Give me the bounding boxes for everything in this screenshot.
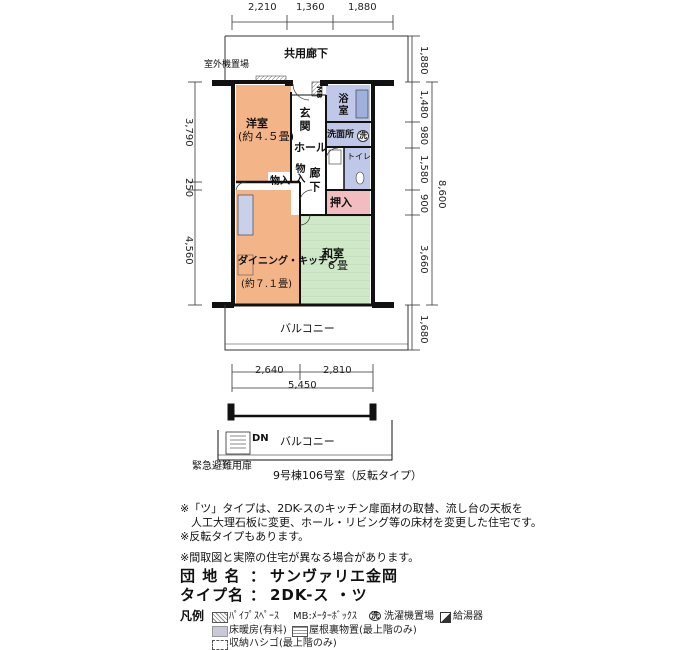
label-escape-hatch: 緊急避難用扉	[192, 461, 252, 472]
complex-name-label: 団 地 名	[180, 567, 241, 585]
plan-caption: 9号棟106号室（反転タイプ）	[273, 469, 422, 482]
complex-name-value: サンヴァリエ金岡	[270, 567, 399, 585]
dim-right-2: 1,480	[418, 90, 429, 119]
western-room-fill	[236, 85, 291, 182]
water-heater-icon	[440, 612, 451, 623]
doors	[235, 83, 339, 226]
japanese-room-fill	[300, 215, 370, 304]
label-dining-kitchen-size: (約７.１畳)	[241, 279, 292, 290]
note-line-2: 人工大理石板に変更、ホール・リビング等の床材を変更した住宅です。	[180, 516, 542, 529]
dim-left-2: 250	[183, 178, 194, 198]
note-line-4: ※間取図と実際の住宅が異なる場合があります。	[180, 551, 420, 564]
dim-right-total: 8,600	[436, 180, 447, 209]
toilet-fill	[344, 147, 370, 190]
legend-storage-ladder: 収納ハシゴ(最上階のみ)	[229, 638, 337, 649]
label-toilet: トイレ	[347, 152, 371, 161]
note-line-1: ※「ツ」タイプは、2DK-スのキッチン扉面材の取替、流し台の天板を	[180, 502, 523, 515]
dim-top-1: 2,210	[248, 2, 277, 13]
dim-right-5: 900	[418, 194, 429, 214]
label-japanese-room-size: ６畳	[326, 259, 348, 272]
corridor-outline	[224, 35, 409, 82]
type-name-value: 2DK-ス ・ツ	[270, 586, 368, 604]
right-dimension-line	[405, 35, 438, 351]
dim-top-3: 1,880	[348, 2, 377, 13]
legend-water-heater: 給湯器	[453, 611, 483, 622]
toilet-bowl	[355, 171, 365, 185]
legend-washer-space: 洗濯機置場	[384, 611, 434, 622]
door-frame-top	[285, 80, 293, 86]
label-closet: 押入	[330, 196, 352, 209]
label-mb: MB	[315, 86, 323, 99]
column-bottom-left	[212, 302, 234, 308]
label-entrance: 玄関	[298, 107, 311, 133]
pipe-space-icon	[212, 612, 228, 623]
closet-fill	[326, 190, 370, 215]
label-balcony: バルコニー	[280, 322, 335, 335]
dim-top-2: 1,360	[296, 2, 325, 13]
label-outdoor-unit: 室外機置場	[204, 60, 250, 70]
washer-space-icon: 洗	[369, 611, 381, 621]
dim-left-3: 4,560	[183, 236, 194, 265]
dim-right-7: 1,680	[418, 315, 429, 344]
label-western-room-size: (約４.５畳)	[238, 130, 295, 143]
washer-mark-icon: 洗	[357, 130, 369, 142]
type-name-label: タイプ名	[180, 586, 245, 604]
lower-balcony-plan	[217, 403, 393, 461]
attic-storage-icon	[292, 626, 308, 637]
column-top-right	[372, 80, 394, 86]
left-dimension-line	[188, 81, 202, 306]
legend-attic-storage: 屋根裏物置(最上階のみ)	[309, 625, 417, 636]
label-washroom: 洗面所	[327, 130, 355, 140]
note-line-3: ※反転タイプもあります。	[180, 530, 310, 543]
column-bottom-right	[372, 302, 394, 308]
legend-floor-heating: 床暖房(有料)	[229, 625, 287, 636]
kitchen-counter	[237, 194, 254, 236]
fridge-space	[237, 254, 254, 276]
label-japanese-room: 和室	[322, 247, 344, 260]
dim-right-3: 980	[418, 126, 429, 146]
balcony-outline	[224, 305, 409, 351]
dim-bottom-total: 5,450	[288, 380, 317, 391]
dim-bottom-1: 2,640	[255, 365, 284, 376]
wash-basin	[328, 149, 342, 165]
label-hall: ホール	[294, 141, 327, 154]
column-top-left	[212, 80, 234, 86]
meter-box	[311, 81, 323, 97]
storage-ladder-icon	[212, 640, 228, 650]
label-storage-a: 物入	[270, 176, 290, 187]
label-storage-b: 物入	[293, 163, 304, 183]
label-dn: DN	[252, 433, 269, 444]
label-dining-kitchen: ダイニング・キッチン	[238, 256, 338, 267]
dim-bottom-2: 2,810	[323, 365, 352, 376]
legend-title: 凡例	[180, 609, 205, 623]
bottom-dimension-line	[231, 364, 374, 392]
label-bath: 浴室	[336, 93, 347, 117]
floor-heating-icon	[212, 626, 228, 637]
hall-fill	[291, 95, 326, 215]
walls	[231, 80, 375, 307]
dim-left-1: 3,790	[183, 118, 194, 147]
complex-name-sep: ：	[250, 567, 267, 585]
legend-meter-box: MB:ﾒｰﾀｰﾎﾞｯｸｽ	[293, 611, 357, 622]
legend-pipe-space: ﾊﾟｲﾌﾟｽﾍﾟｰｽ	[229, 611, 279, 622]
bathtub	[355, 89, 369, 119]
top-dimension-line	[231, 15, 394, 30]
label-western-room: 洋室	[246, 117, 268, 130]
label-hallway: 廊下	[308, 167, 321, 195]
dim-right-1: 1,880	[418, 46, 429, 75]
door-frame-top-2	[320, 80, 328, 86]
dim-right-4: 1,580	[418, 155, 429, 184]
label-corridor: 共用廊下	[284, 47, 328, 60]
type-name-sep: ：	[250, 586, 267, 604]
label-balcony-lower: バルコニー	[280, 435, 335, 448]
dim-right-6: 3,660	[418, 245, 429, 274]
